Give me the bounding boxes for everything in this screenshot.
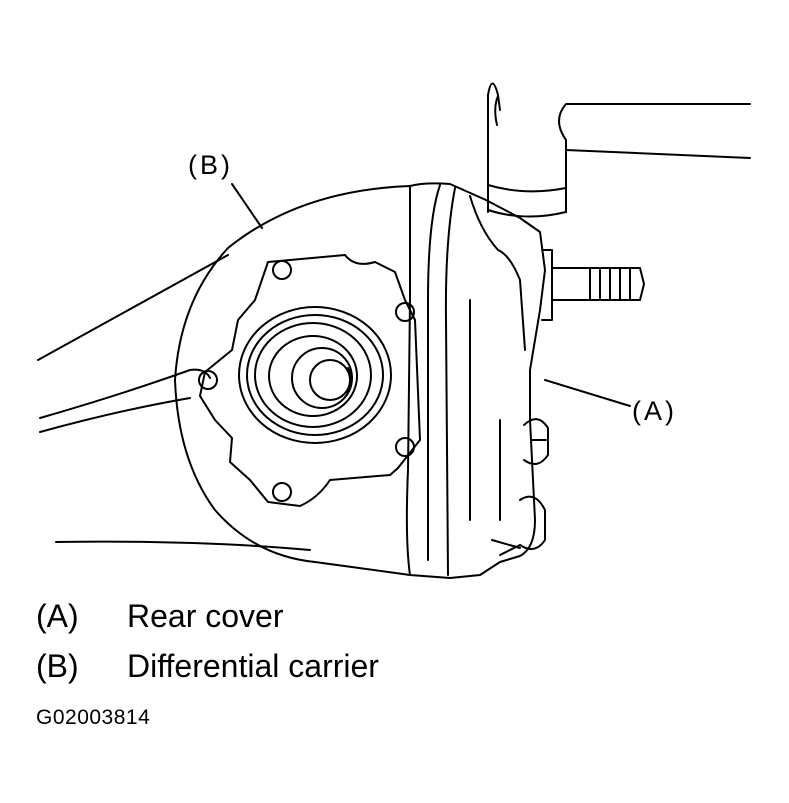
suspension-arms: [37, 254, 311, 551]
callout-label-a: (A): [632, 396, 677, 426]
figure-id: G02003814: [36, 706, 151, 729]
legend-row-a: (A) Rear cover: [36, 596, 636, 646]
legend-description-b: Differential carrier: [127, 648, 379, 684]
legend-row-b: (B) Differential carrier: [36, 646, 636, 696]
callout-label-b: (B): [188, 150, 233, 180]
legend: (A) Rear cover (B) Differential carrier: [36, 596, 636, 696]
leader-line-a: [544, 379, 631, 407]
legend-description-a: Rear cover: [127, 598, 284, 634]
differential-diagram: (B) (A): [37, 82, 751, 579]
legend-key-a: (A): [36, 598, 79, 634]
spline-shaft: [541, 249, 645, 321]
lifting-bar: [487, 82, 751, 218]
differential-carrier-body: [174, 185, 421, 576]
rear-cover: [405, 182, 549, 579]
leader-line-b: [231, 183, 263, 229]
legend-key-b: (B): [36, 648, 79, 684]
